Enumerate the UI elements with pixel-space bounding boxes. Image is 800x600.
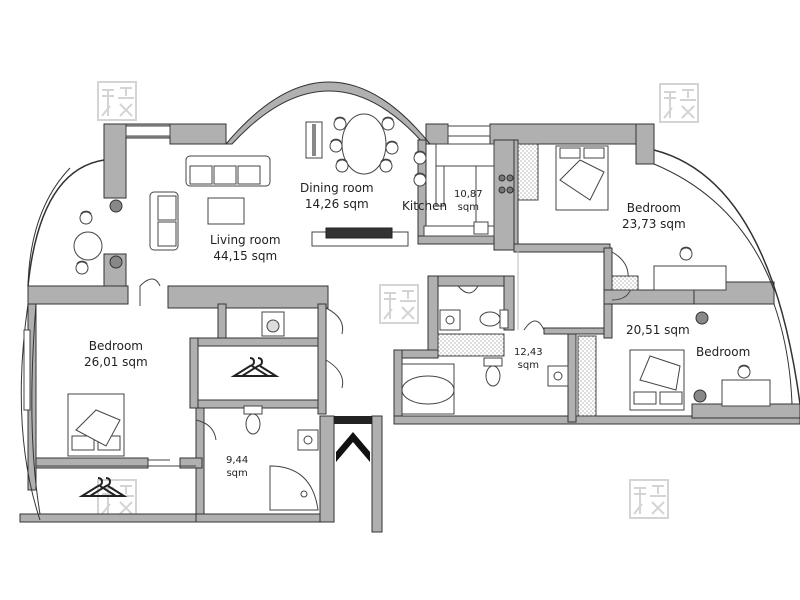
desk-icon [653,265,727,291]
kitchen-counter-icon [423,143,495,237]
chair-icon [333,116,347,131]
chair-icon [385,140,399,155]
room-label-bedroom-ne: Bedroom 23,73 sqm [622,200,686,232]
room-label-bedroom-e: Bedroom [696,345,751,359]
toilet-icon [479,309,509,329]
wardrobe-icon [577,335,597,417]
bed-icon [555,145,609,211]
room-label-living: Living room 44,15 sqm [210,232,281,264]
room-area: 23,73 sqm [622,217,686,231]
room-name: Bedroom [88,339,143,353]
logo-watermark-icon [379,284,419,324]
shower-icon [269,465,319,511]
chair-icon [737,364,751,379]
walls [19,81,800,533]
bathtub-icon [401,375,455,405]
plant-icon [109,255,123,269]
desk-icon [721,379,771,407]
tv-stand-icon [311,227,409,247]
chair-icon [75,260,89,275]
room-area-kitchen: 10,87 sqm [454,189,483,213]
logo-watermark-icon [97,479,137,519]
room-label-kitchen: Kitchen [402,198,447,214]
toilet-icon [483,357,503,387]
room-area: 14,26 sqm [304,197,369,211]
room-area: 26,01 sqm [84,355,148,369]
room-area-bath-south: 9,44 sqm [226,455,249,479]
coffee-table-icon [207,197,245,225]
toilet-icon [243,405,263,435]
bed-icon [629,349,685,411]
chair-icon [329,138,343,153]
chair-icon [335,158,349,173]
chair-icon [79,210,93,225]
chair-icon [413,150,427,165]
sink-icon [439,309,461,331]
logo-watermark-icon [659,83,699,123]
chair-icon [379,158,393,173]
logo-watermark-icon [629,479,669,519]
entrance-arrow-icon [334,416,372,462]
sink-icon [547,365,569,387]
room-name: Bedroom [626,201,681,215]
sink-icon [297,429,319,451]
chair-icon [413,172,427,187]
sofa-icon [149,155,271,251]
plant-icon [693,389,707,403]
stove-icon [498,174,514,194]
room-label-bedroom-w: Bedroom 26,01 sqm [84,338,148,370]
chair-icon [679,246,693,261]
plant-icon [109,199,123,213]
plant-icon [695,311,709,325]
sink-icon [473,221,489,235]
room-area: 44,15 sqm [213,249,278,263]
wardrobe-icon [517,143,539,201]
room-area-bath-central: 12,43 sqm [514,347,543,371]
chair-icon [381,116,395,131]
washing-machine-icon [261,311,285,337]
room-name: Living room [210,233,281,247]
room-name: Dining room [300,181,374,195]
bed-icon [67,393,125,457]
logo-watermark-icon [97,81,137,121]
room-label-dining: Dining room 14,26 sqm [300,180,374,212]
room-area-bedroom-e: 20,51 sqm [626,323,690,337]
hanger-icon [233,357,277,377]
room-name: Kitchen [402,199,448,213]
dining-table-icon [341,113,387,175]
table-icon [73,231,103,261]
